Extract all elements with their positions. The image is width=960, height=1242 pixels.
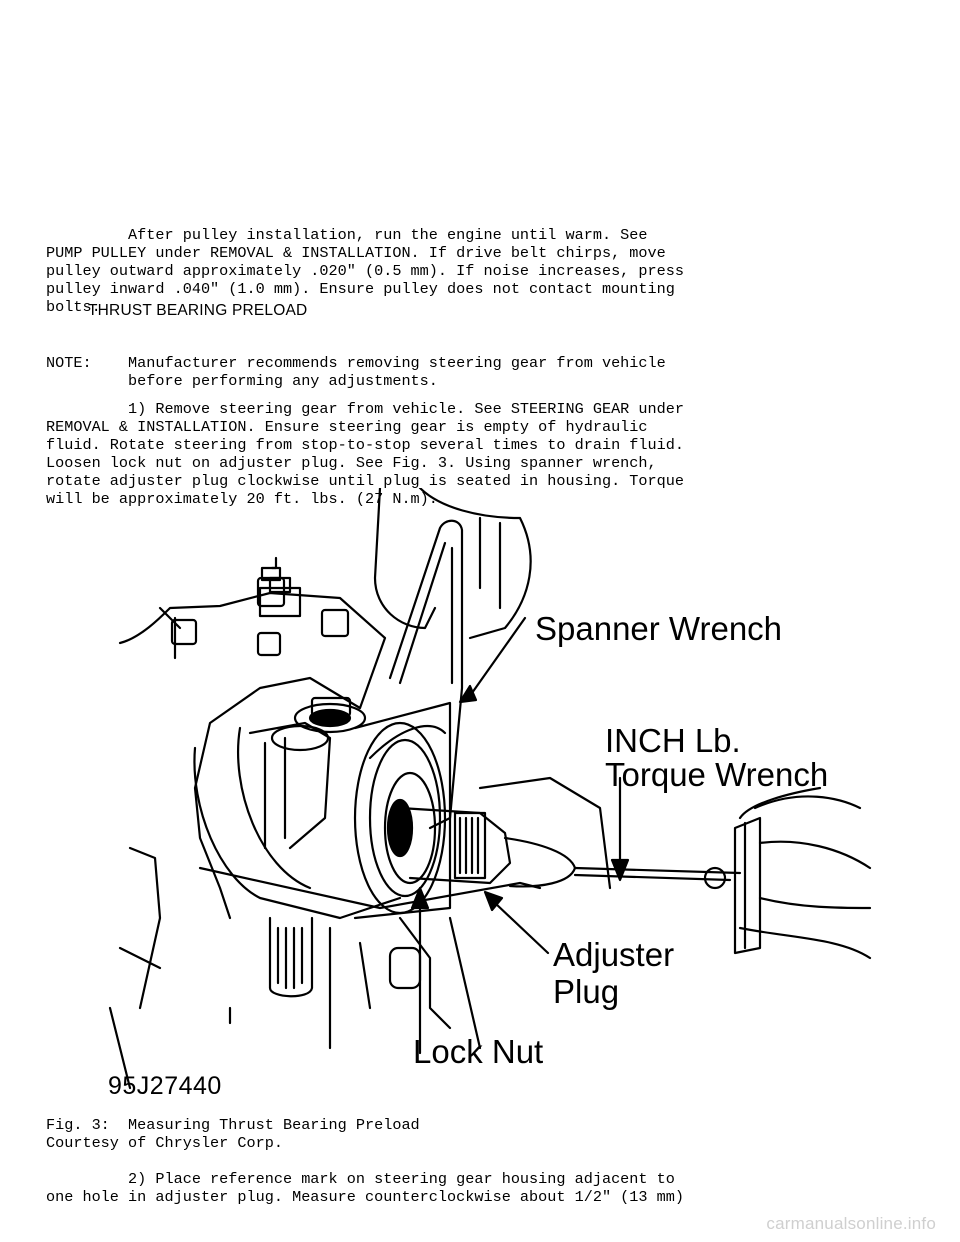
step1-line: 1) Remove steering gear from vehicle. Se… [46, 400, 684, 418]
label-adjuster: Adjuster [553, 936, 674, 973]
note-line: NOTE: Manufacturer recommends removing s… [46, 354, 666, 372]
figure-caption: Fig. 3: Measuring Thrust Bearing Preload… [46, 1098, 420, 1170]
step2-line: one hole in adjuster plug. Measure count… [46, 1188, 684, 1206]
figure-3-illustration: Spanner Wrench INCH Lb. Torque Wrench Ad… [100, 488, 890, 1093]
caption-line: Fig. 3: Measuring Thrust Bearing Preload [46, 1116, 420, 1134]
step1-line: will be approximately 20 ft. lbs. (27 N.… [46, 490, 438, 508]
intro-line: PUMP PULLEY under REMOVAL & INSTALLATION… [46, 244, 666, 262]
intro-line: pulley inward .040" (1.0 mm). Ensure pul… [46, 280, 675, 298]
label-lock-nut: Lock Nut [413, 1033, 543, 1070]
step1-paragraph: 1) Remove steering gear from vehicle. Se… [46, 382, 684, 526]
steering-gear-housing [108, 591, 612, 1090]
label-spanner-wrench: Spanner Wrench [535, 610, 782, 647]
step1-line: rotate adjuster plug clockwise until plu… [46, 472, 684, 490]
spanner-wrench [368, 488, 532, 830]
caption-line: Courtesy of Chrysler Corp. [46, 1134, 283, 1152]
note-paragraph: NOTE: Manufacturer recommends removing s… [46, 336, 666, 408]
step1-line: Loosen lock nut on adjuster plug. See Fi… [46, 454, 657, 472]
figure-id: 95J27440 [108, 1072, 222, 1100]
torque-wrench [398, 786, 872, 960]
section-heading: THRUST BEARING PRELOAD [88, 302, 308, 319]
callout-arrows [410, 616, 630, 1055]
step1-line: REMOVAL & INSTALLATION. Ensure steering … [46, 418, 648, 436]
step2-paragraph: 2) Place reference mark on steering gear… [46, 1152, 684, 1224]
housing-bolts [170, 556, 352, 718]
step2-line: 2) Place reference mark on steering gear… [46, 1170, 675, 1188]
watermark: carmanualsonline.info [766, 1214, 936, 1233]
intro-line: bolts. [46, 298, 101, 316]
adjuster-plug-assembly [353, 701, 452, 920]
label-inch-lb: INCH Lb. [605, 722, 741, 759]
note-line: before performing any adjustments. [46, 372, 438, 390]
step1-line: fluid. Rotate steering from stop-to-stop… [46, 436, 684, 454]
intro-paragraph: After pulley installation, run the engin… [46, 208, 684, 334]
label-plug: Plug [553, 973, 619, 1010]
intro-line: After pulley installation, run the engin… [46, 226, 648, 244]
label-torque-wrench: Torque Wrench [605, 756, 828, 793]
intro-line: pulley outward approximately .020" (0.5 … [46, 262, 684, 280]
output-shaft [268, 916, 422, 998]
